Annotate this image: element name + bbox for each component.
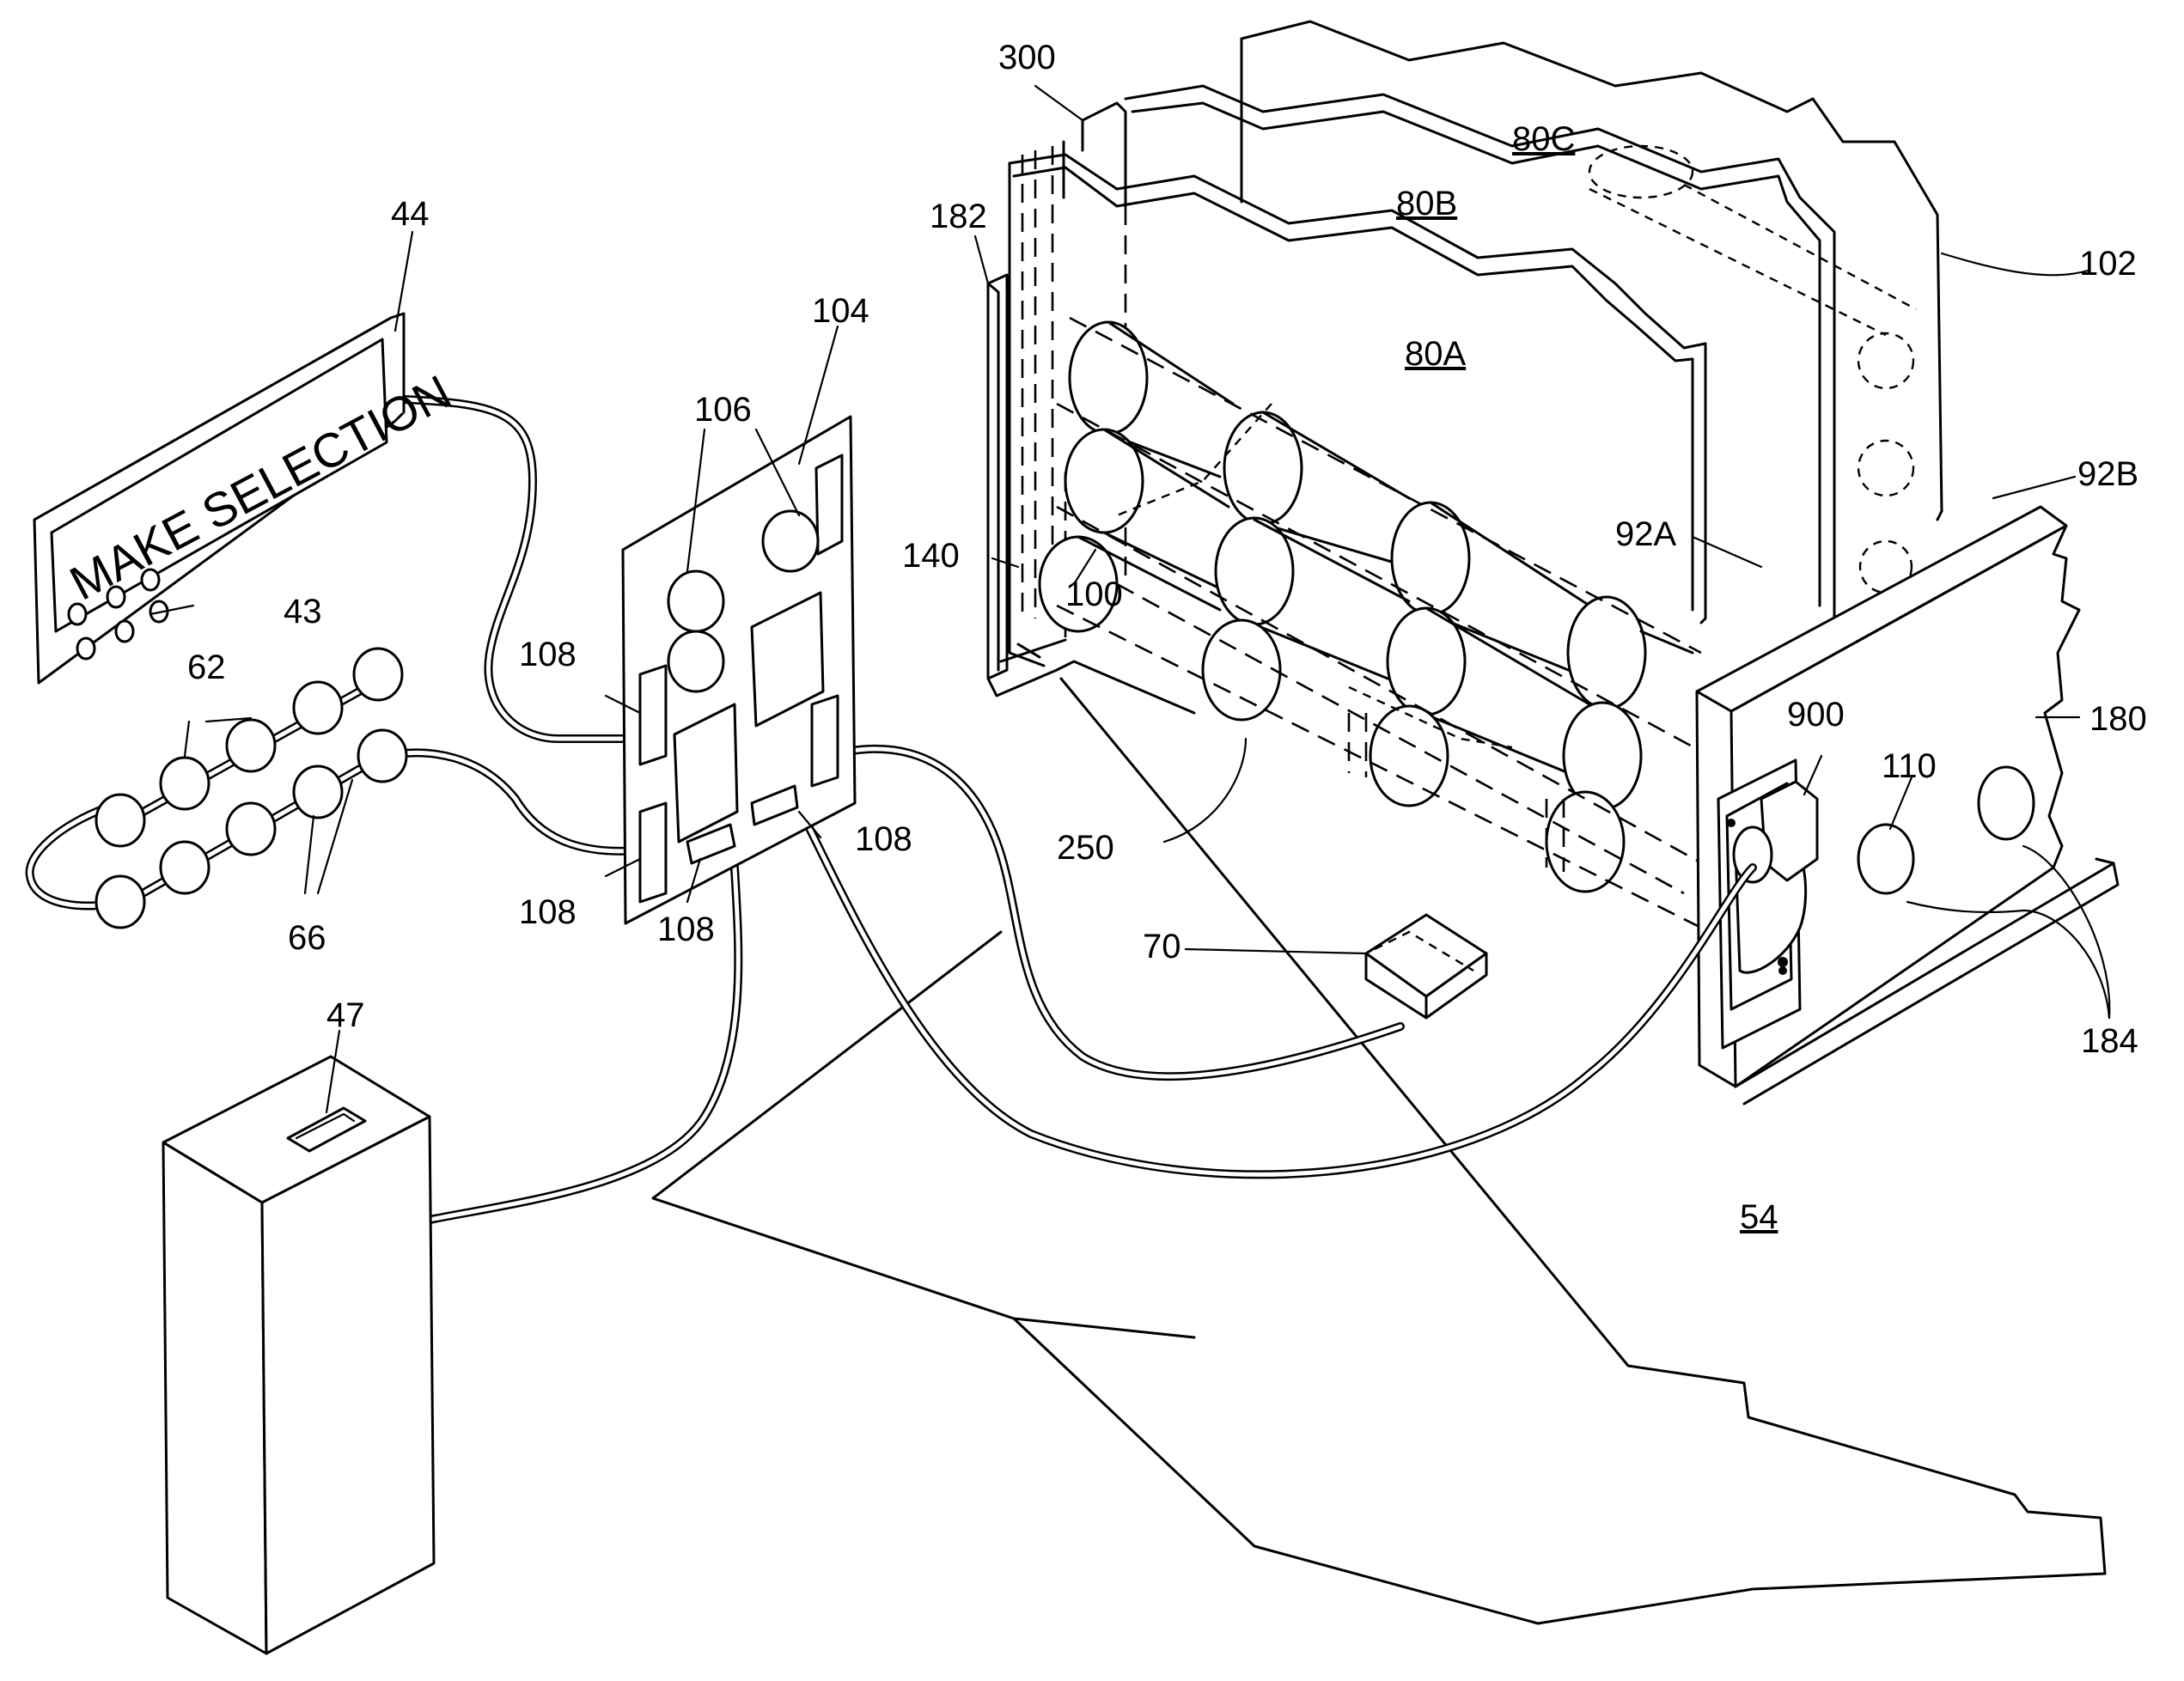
label-54: 54 <box>1740 1198 1778 1236</box>
display-panel-44: MAKE SELECTION <box>34 314 460 683</box>
label-102: 102 <box>2079 245 2137 283</box>
label-250: 250 <box>1057 829 1114 867</box>
sensor-70 <box>1366 915 1486 1018</box>
label-62: 62 <box>187 649 226 686</box>
label-300: 300 <box>998 39 1056 76</box>
cans-row-front <box>1040 322 1693 892</box>
label-100: 100 <box>1065 576 1123 613</box>
tray-80c <box>1241 21 1942 520</box>
coin-box-47 <box>163 1057 434 1654</box>
label-47: 47 <box>326 996 365 1034</box>
label-92b: 92B <box>2077 455 2138 493</box>
label-80c: 80C <box>1512 120 1575 158</box>
label-80b: 80B <box>1396 185 1457 222</box>
leader-lines <box>150 86 2109 1112</box>
label-108-left-bottom: 108 <box>519 893 577 931</box>
label-66: 66 <box>288 919 326 957</box>
label-180: 180 <box>2089 700 2147 738</box>
label-44: 44 <box>391 195 430 233</box>
label-182: 182 <box>930 198 987 235</box>
label-108-left-top: 108 <box>519 636 577 673</box>
label-184: 184 <box>2081 1022 2138 1060</box>
label-106: 106 <box>694 391 752 429</box>
label-70: 70 <box>1143 928 1181 965</box>
selection-buttons <box>96 649 406 928</box>
label-900: 900 <box>1787 696 1845 734</box>
label-104: 104 <box>812 292 869 330</box>
label-108-bottom: 108 <box>657 911 715 948</box>
label-92a: 92A <box>1615 515 1676 553</box>
label-43: 43 <box>284 593 322 630</box>
label-110: 110 <box>1882 747 1937 785</box>
label-140: 140 <box>902 537 960 575</box>
label-108-right: 108 <box>855 820 912 858</box>
front-panel-180 <box>1697 507 2118 1104</box>
label-80a: 80A <box>1405 335 1466 373</box>
